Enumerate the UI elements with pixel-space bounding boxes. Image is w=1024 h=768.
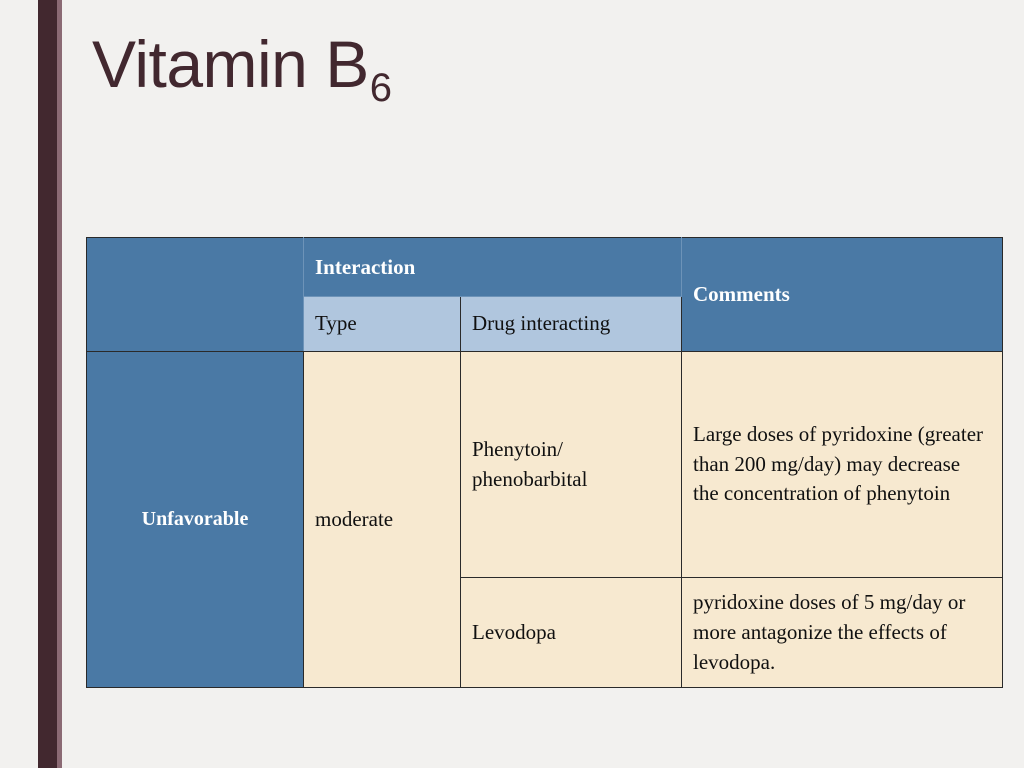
table-row: Unfavorable moderate Phenytoin/ phenobar… bbox=[86, 350, 1004, 689]
slide-accent-bar-dark bbox=[38, 0, 57, 768]
cell-drug-phenytoin: Phenytoin/ phenobarbital bbox=[459, 351, 683, 578]
interaction-table: Interaction Comments Type Drug interacti… bbox=[86, 237, 1004, 689]
page-title-text: Vitamin B bbox=[92, 27, 369, 101]
table-row: Levodopa pyridoxine doses of 5 mg/day or… bbox=[87, 576, 1004, 689]
page-title: Vitamin B6 bbox=[92, 27, 392, 109]
slide-accent-bar-light bbox=[57, 0, 62, 768]
page-title-subscript: 6 bbox=[369, 66, 392, 110]
header-cell-type: Type bbox=[303, 296, 461, 352]
cell-comment-levodopa: pyridoxine doses of 5 mg/day or more ant… bbox=[681, 576, 1004, 689]
header-cell-comments: Comments bbox=[681, 237, 1004, 352]
cell-drug-levodopa: Levodopa bbox=[459, 576, 683, 689]
cell-category-unfavorable: Unfavorable bbox=[86, 350, 304, 689]
header-cell-drug-interacting: Drug interacting bbox=[459, 296, 683, 352]
header-cell-blank bbox=[86, 237, 304, 352]
header-cell-interaction: Interaction bbox=[302, 237, 683, 297]
cell-type-moderate: moderate bbox=[303, 350, 461, 689]
table-header-row-sub: Type Drug interacting bbox=[87, 296, 1003, 352]
table-header-row-group: Interaction Comments bbox=[86, 237, 1004, 352]
cell-comment-phenytoin: Large doses of pyridoxine (greater than … bbox=[681, 351, 1004, 578]
